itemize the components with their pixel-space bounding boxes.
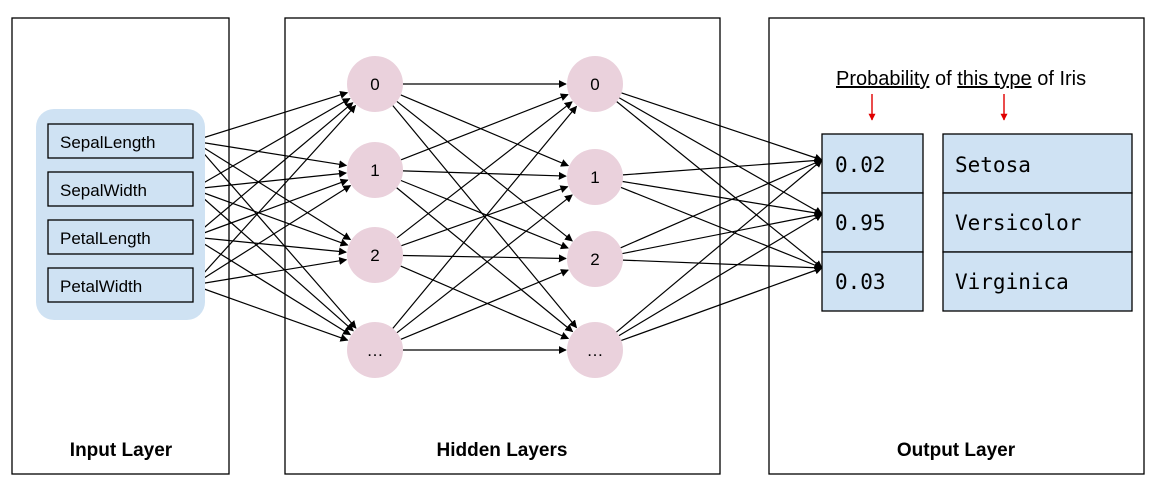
input-feature: SepalLength [47, 123, 194, 159]
edge-input-to-hidden [192, 140, 348, 169]
output-layer-title: Output Layer [897, 440, 1016, 461]
edge-hidden-to-output [616, 159, 823, 333]
edge-hidden-to-hidden [400, 265, 570, 340]
class-cell [942, 251, 1133, 312]
hidden-node: 2 [567, 231, 623, 287]
probability-cell [821, 251, 924, 312]
input-feature-box [47, 267, 194, 303]
input-feature-label: SepalWidth [60, 181, 147, 200]
hidden-node: 1 [567, 149, 623, 205]
edge-input-to-hidden [192, 236, 347, 256]
hidden-node-circle [567, 322, 623, 378]
class-label: Versicolor [955, 211, 1081, 235]
edge-hidden-to-output [622, 259, 823, 272]
edge-hidden-to-hidden [402, 254, 567, 263]
hidden-node-circle [567, 149, 623, 205]
edge-input-to-hidden [192, 140, 357, 329]
hidden-node-circle [347, 56, 403, 112]
edge-input-to-hidden [192, 97, 351, 190]
edge-hidden-to-hidden [401, 185, 569, 247]
edge-hidden-to-hidden [400, 94, 570, 167]
edge-hidden-to-output [620, 186, 823, 270]
edge-hidden-to-output [621, 266, 823, 342]
edge-hidden-to-output [622, 156, 823, 176]
annotation-this-type: this type [957, 68, 1031, 90]
probability-cell [821, 192, 924, 253]
edge-hidden-to-hidden [392, 105, 578, 329]
edge-hidden-to-hidden [396, 187, 574, 333]
probability-value: 0.03 [835, 270, 886, 294]
edge-hidden-to-hidden [402, 170, 567, 180]
edge-input-to-hidden [192, 104, 357, 286]
edge-hidden-to-hidden [400, 269, 569, 340]
probability-value: 0.02 [835, 153, 886, 177]
hidden-node-label: 0 [370, 75, 379, 94]
edge-input-to-hidden [192, 256, 348, 286]
edge-input-to-hidden [192, 169, 347, 190]
hidden-node-circle [567, 56, 623, 112]
connection-edges [192, 80, 823, 354]
class-label: Virginica [955, 270, 1069, 294]
edge-input-to-hidden [192, 188, 349, 247]
input-feature: PetalLength [47, 219, 194, 255]
edge-input-to-hidden [192, 236, 352, 336]
hidden-node-circle [567, 231, 623, 287]
edge-hidden-to-output [618, 213, 823, 337]
edge-hidden-to-output [616, 101, 823, 269]
input-feature: PetalWidth [47, 267, 194, 303]
hidden-node: … [347, 322, 403, 378]
hidden-node-label: 2 [590, 250, 599, 269]
edge-input-to-hidden [192, 91, 349, 142]
hidden-node-label: … [367, 341, 384, 360]
hidden-layers-title: Hidden Layers [437, 440, 568, 461]
input-feature-box [47, 123, 194, 159]
hidden-node: … [567, 322, 623, 378]
hidden-node-circle [347, 227, 403, 283]
edge-hidden-to-hidden [400, 93, 569, 161]
hidden-node-label: … [587, 341, 604, 360]
input-feature: SepalWidth [47, 171, 194, 207]
hidden-node-circle [347, 322, 403, 378]
hidden-node: 0 [347, 56, 403, 112]
edge-hidden-to-output [620, 159, 823, 249]
edge-hidden-to-output [618, 97, 823, 215]
input-feature-group [36, 109, 205, 320]
hidden-node: 0 [567, 56, 623, 112]
edge-hidden-to-output [622, 211, 823, 255]
hidden-node-label: 0 [590, 75, 599, 94]
edge-hidden-to-output [621, 92, 823, 162]
annotation-of: of [929, 68, 957, 90]
input-feature-label: PetalWidth [60, 277, 142, 296]
annotation-probability: Probability [836, 68, 929, 90]
edge-hidden-to-hidden [396, 101, 573, 239]
class-cell [942, 133, 1133, 194]
edge-input-to-hidden [192, 284, 349, 342]
edge-input-to-hidden [192, 102, 354, 238]
hidden-node: 2 [347, 227, 403, 283]
hidden-node-label: 1 [590, 168, 599, 187]
edge-input-to-hidden [192, 140, 352, 241]
probability-annotation: Probability of this type of Iris [836, 68, 1086, 90]
hidden-node-label: 1 [370, 161, 379, 180]
edge-hidden-to-hidden [400, 179, 569, 250]
edge-input-to-hidden [192, 188, 354, 332]
input-feature-label: PetalLength [60, 229, 151, 248]
edge-input-to-hidden [192, 184, 352, 286]
hidden-node: 1 [347, 142, 403, 198]
input-feature-label: SepalLength [60, 133, 155, 152]
input-feature-box [47, 171, 194, 207]
probability-value: 0.95 [835, 211, 886, 235]
edge-hidden-to-output [622, 180, 823, 217]
edge-input-to-hidden [192, 178, 349, 238]
input-layer-title: Input Layer [70, 440, 173, 461]
edge-hidden-to-hidden [396, 194, 573, 334]
hidden-node-circle [347, 142, 403, 198]
class-label: Setosa [955, 153, 1031, 177]
input-feature-box [47, 219, 194, 255]
hidden-node-label: 2 [370, 246, 379, 265]
annotation-of-iris: of Iris [1032, 68, 1086, 90]
